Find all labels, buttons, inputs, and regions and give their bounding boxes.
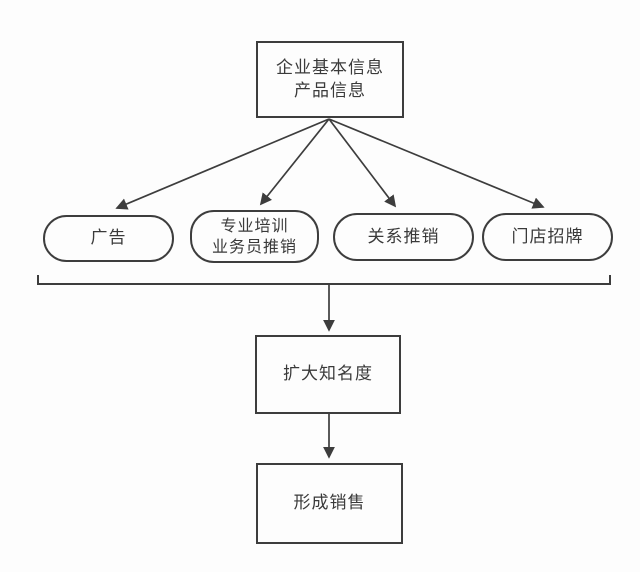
node-store-sign: 门店招牌 [482,213,613,261]
node-advertising: 广告 [43,215,174,262]
fan-arrows [115,118,545,210]
node-relationship-marketing: 关系推销 [333,213,474,261]
group-bracket [37,275,611,285]
node-generate-sales: 形成销售 [256,463,403,544]
node-expand-awareness: 扩大知名度 [255,335,401,414]
node-training-salesman: 专业培训 业务员推销 [190,210,319,263]
node-company-product-info: 企业基本信息 产品信息 [256,41,404,118]
